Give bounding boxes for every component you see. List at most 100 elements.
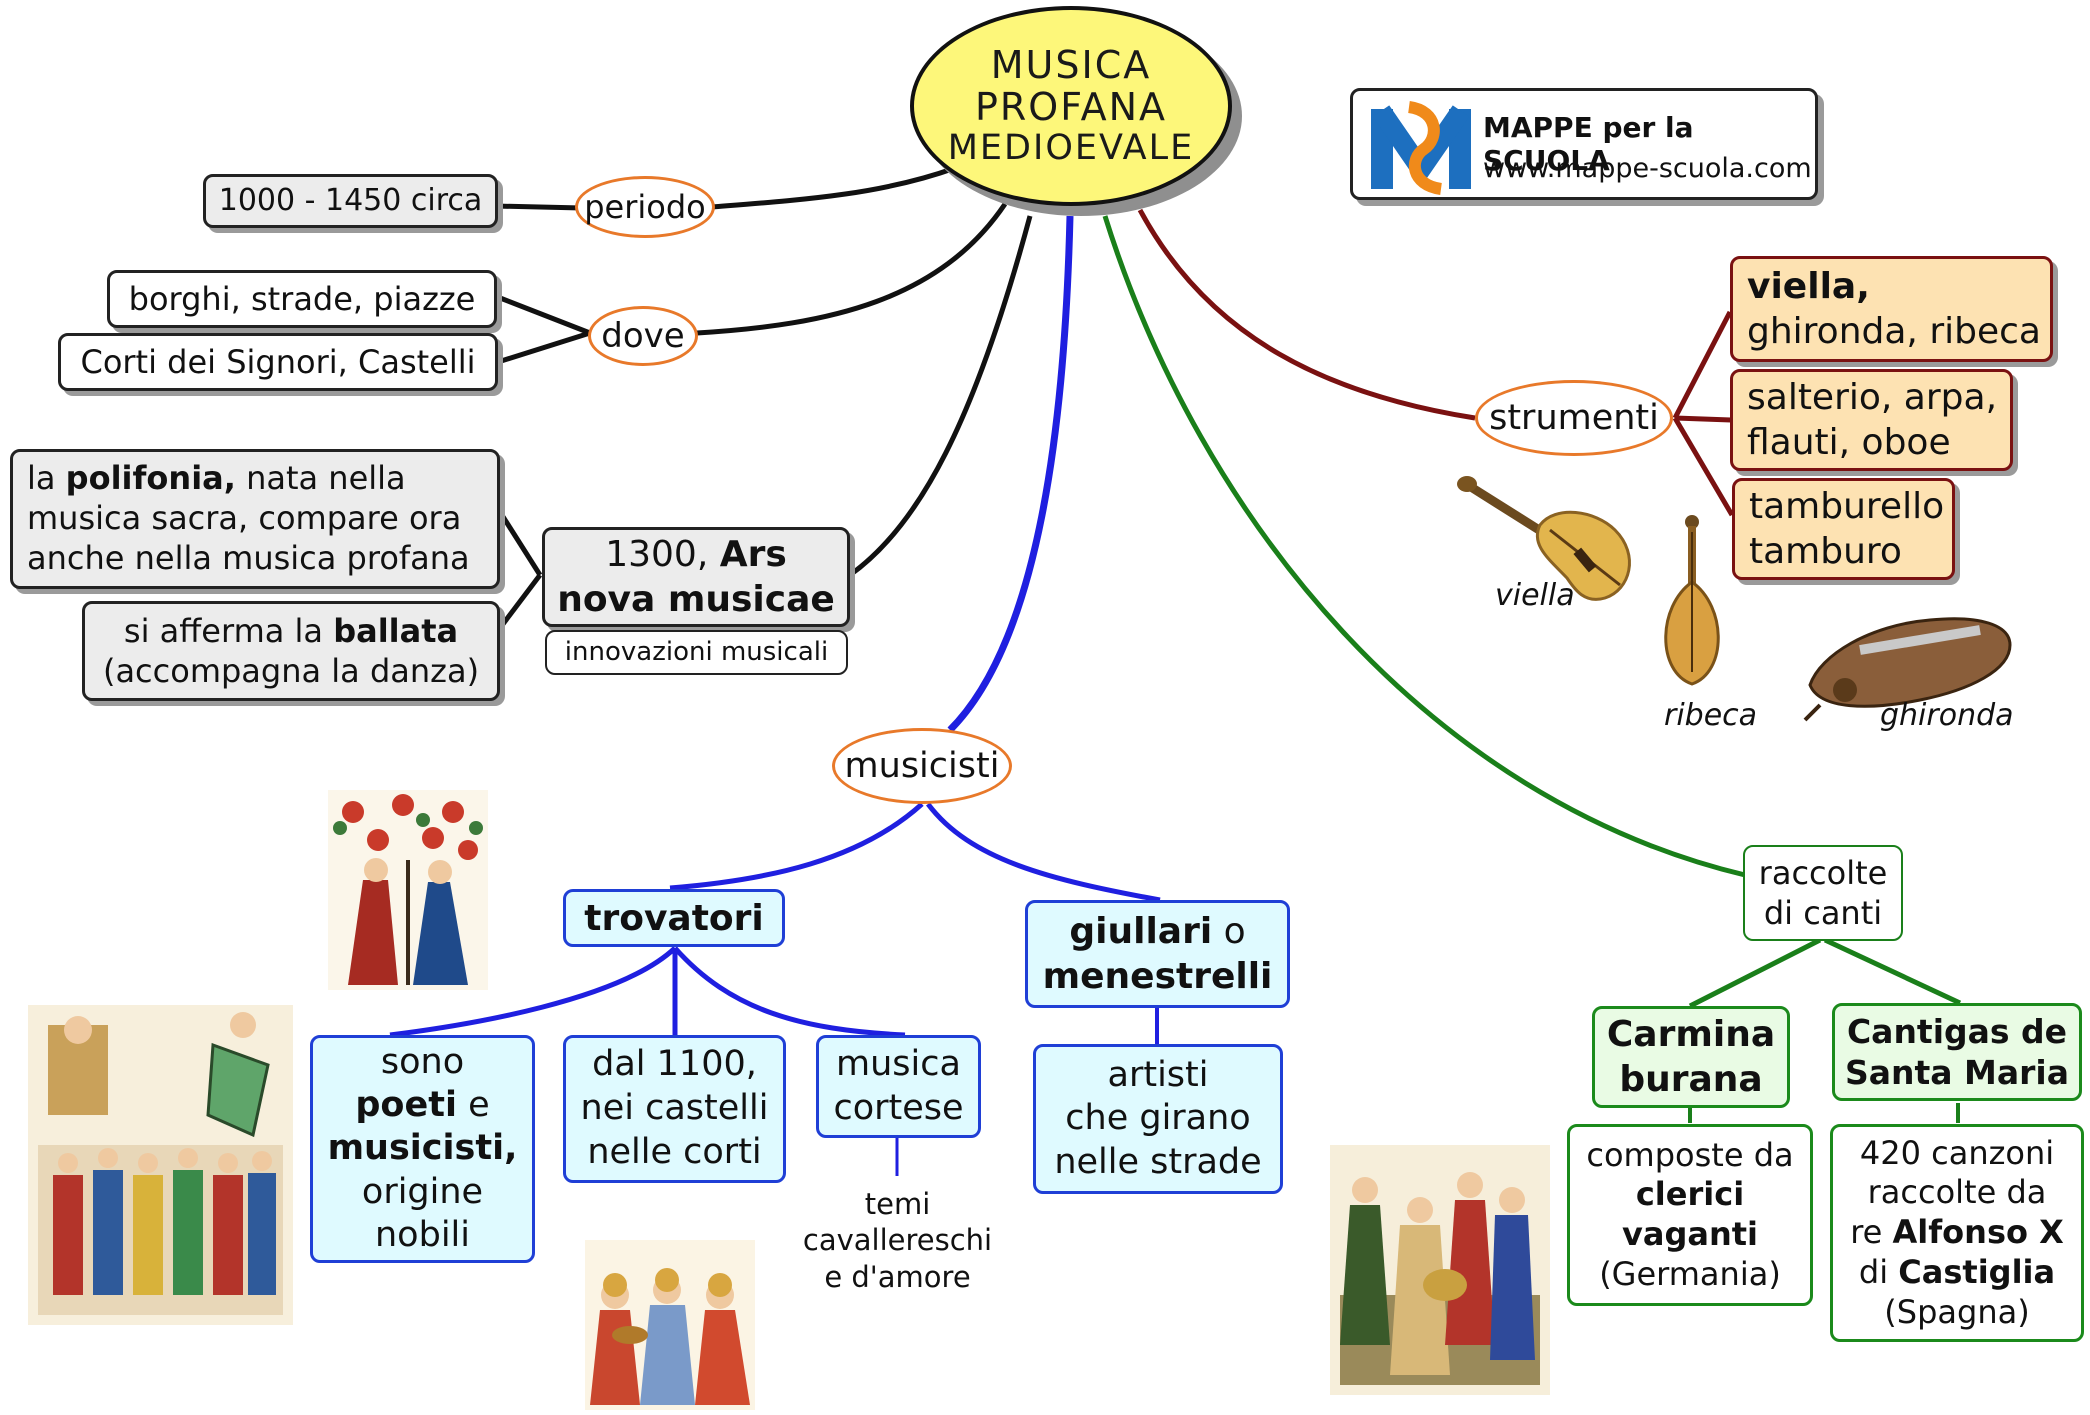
title-line-3: MEDIOEVALE [947, 127, 1195, 168]
strumenti-box-1: viella, ghironda, ribeca [1730, 256, 2053, 362]
dove-label: dove [601, 316, 685, 356]
tr2-line-2: nei castelli [580, 1088, 769, 1129]
logo-url[interactable]: www.mappe-scuola.com [1483, 153, 1812, 184]
cantigas-line-1: Cantigas de [1846, 1011, 2068, 1051]
carmina-line-2: burana [1619, 1059, 1763, 1100]
miniature-musicians-picture [585, 1240, 755, 1410]
trovatori-label: trovatori [584, 897, 764, 939]
innovazioni-label: innovazioni musicali [564, 637, 829, 668]
dove-item-1: borghi, strade, piazze [128, 280, 476, 318]
tr2-line-3: nelle corti [587, 1131, 762, 1172]
ballata-line-1: si afferma la ballata [123, 612, 459, 650]
raccolte-node: raccolte di canti [1743, 845, 1903, 941]
strumenti-label: strumenti [1489, 398, 1659, 438]
logo-box[interactable]: MAPPE per la SCUOLA www.mappe-scuola.com [1350, 88, 1818, 200]
carmina-desc-line-2: clerici [1635, 1175, 1745, 1214]
miniature-couple-picture [328, 790, 488, 990]
tr1-line-2: poeti e [355, 1084, 490, 1125]
strumenti-box-3-line-2: tamburo [1749, 531, 1902, 572]
cantigas-box: Cantigas de Santa Maria [1832, 1003, 2082, 1101]
ars-nova-line-2: nova musicae [557, 579, 835, 620]
tr1-line-5: nobili [375, 1215, 470, 1256]
carmina-desc-line-1: composte da [1586, 1135, 1794, 1174]
dove-item-2: Corti dei Signori, Castelli [80, 343, 476, 381]
musicisti-label: musicisti [844, 746, 1000, 786]
polifonia-box: la polifonia, nata nella musica sacra, c… [10, 449, 500, 589]
cantigas-desc-line-2: raccolte da [1867, 1173, 2047, 1212]
giullari-box: giullari o menestrelli [1025, 900, 1290, 1008]
central-topic: MUSICA PROFANA MEDIOEVALE [910, 6, 1232, 206]
tr1-line-3: musicisti, [327, 1128, 518, 1169]
cantigas-desc-line-3: re Alfonso X [1850, 1213, 2064, 1252]
polifonia-line-1: la polifonia, nata nella [27, 459, 406, 498]
trovatori-desc-2: dal 1100, nei castelli nelle corti [563, 1035, 786, 1183]
raccolte-line-2: di canti [1763, 894, 1883, 932]
ars-nova-line-1: 1300, Ars [605, 534, 787, 575]
raccolte-line-1: raccolte [1758, 854, 1888, 892]
giullari-line-2: menestrelli [1042, 956, 1273, 997]
polifonia-line-2: musica sacra, compare ora [27, 499, 462, 538]
musicisti-node: musicisti [832, 728, 1012, 804]
tr1-line-4: origine [361, 1171, 484, 1212]
tr2-line-1: dal 1100, [592, 1044, 757, 1085]
strumenti-box-3-line-1: tamburello [1749, 486, 1945, 527]
strumenti-box-1-line-2: ghironda, ribeca [1747, 311, 2041, 352]
strumenti-box-2-line-1: salterio, arpa, [1747, 377, 1998, 418]
ribeca-caption: ribeca [1664, 698, 1758, 733]
temi-line-2: cavallereschi [802, 1223, 993, 1258]
innovazioni-box: innovazioni musicali [545, 630, 848, 675]
artisti-box: artisti che girano nelle strade [1033, 1044, 1283, 1194]
carmina-desc-line-4: (Germania) [1599, 1254, 1781, 1293]
ribeca-picture [1664, 515, 1720, 686]
title-line-2: PROFANA [974, 85, 1167, 130]
trovatori-box: trovatori [563, 889, 785, 947]
dove-item-2-box: Corti dei Signori, Castelli [58, 333, 498, 391]
ballata-box: si afferma la ballata (accompagna la dan… [82, 601, 500, 701]
ballata-line-2: (accompagna la danza) [102, 652, 480, 690]
mappe-logo-icon [1371, 101, 1471, 195]
periodo-value-box: 1000 - 1450 circa [203, 174, 498, 228]
miniature-jesters-picture [1330, 1145, 1550, 1395]
dove-node: dove [588, 306, 698, 366]
carmina-box: Carmina burana [1592, 1006, 1790, 1108]
trovatori-desc-3: musica cortese [816, 1035, 981, 1138]
cantigas-desc-line-4: di Castiglia [1858, 1252, 2056, 1291]
tr1-line-1: sono [380, 1041, 465, 1082]
carmina-desc-box: composte da clerici vaganti (Germania) [1567, 1124, 1813, 1306]
periodo-label: periodo [584, 188, 706, 226]
strumenti-node: strumenti [1475, 380, 1673, 456]
trovatori-desc-1: sono poeti e musicisti, origine nobili [310, 1035, 535, 1263]
tr3-line-1: musica [836, 1043, 961, 1084]
strumenti-box-3: tamburello tamburo [1732, 478, 1955, 580]
artisti-line-1: artisti [1107, 1054, 1209, 1095]
cantigas-desc-box: 420 canzoni raccolte da re Alfonso X di … [1830, 1124, 2084, 1342]
temi-line-1: temi [864, 1187, 931, 1221]
viella-bold: viella, [1747, 266, 1870, 307]
artisti-line-2: che girano [1065, 1098, 1251, 1139]
tr3-line-2: cortese [833, 1087, 964, 1128]
cantigas-desc-line-1: 420 canzoni [1859, 1133, 2055, 1172]
giullari-line-1: giullari o [1069, 911, 1246, 952]
periodo-value: 1000 - 1450 circa [218, 183, 483, 219]
logo-title: MAPPE per la SCUOLA [1483, 111, 1694, 177]
title-line-1: MUSICA [990, 42, 1152, 87]
miniature-court-picture [28, 1005, 293, 1325]
dove-item-1-box: borghi, strade, piazze [107, 270, 497, 328]
artisti-line-3: nelle strade [1054, 1141, 1262, 1182]
carmina-line-1: Carmina [1606, 1014, 1776, 1055]
strumenti-box-2-line-2: flauti, oboe [1747, 422, 1951, 463]
strumenti-box-2: salterio, arpa, flauti, oboe [1730, 369, 2013, 471]
cantigas-desc-line-5: (Spagna) [1884, 1292, 2030, 1331]
polifonia-line-3: anche nella musica profana [27, 538, 470, 577]
ghironda-picture [1803, 617, 2012, 722]
temi-line-3: e d'amore [824, 1259, 971, 1294]
ars-nova-box: 1300, Ars nova musicae [542, 527, 850, 627]
carmina-desc-line-3: vaganti [1622, 1215, 1758, 1253]
viella-picture [1457, 476, 1631, 601]
viella-caption: viella [1495, 578, 1575, 613]
temi-text: temi cavallereschi e d'amore [790, 1186, 1005, 1295]
ghironda-caption: ghironda [1880, 698, 2014, 733]
periodo-node: periodo [575, 176, 715, 238]
